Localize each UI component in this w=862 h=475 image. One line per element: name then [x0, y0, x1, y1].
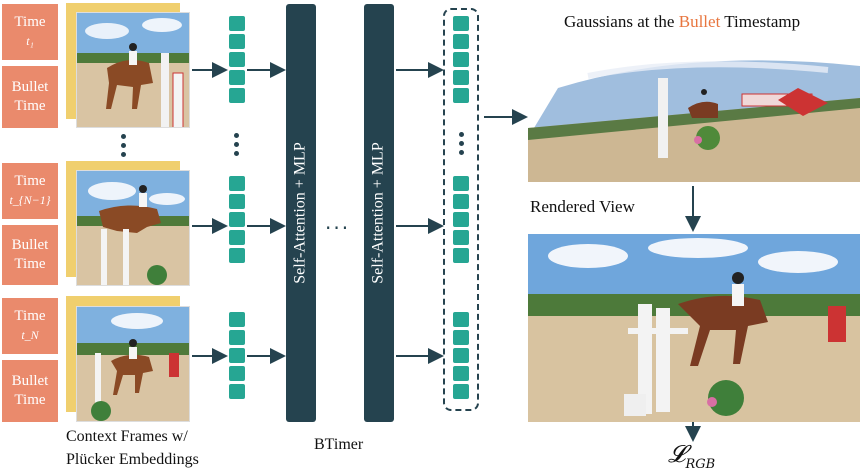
input-tokens-row1 — [229, 16, 245, 106]
time-subscript: t₁ — [26, 34, 34, 48]
rendered-view-image — [528, 234, 860, 422]
ellipsis-frames — [121, 134, 127, 161]
ellipsis-tokens-right — [459, 132, 465, 159]
gaussians-title: Gaussians at the Bullet Timestamp — [564, 12, 800, 32]
self-attention-block-2: Self-Attention + MLP — [364, 4, 394, 422]
bullet-time-box-row3: Bullet Time — [2, 360, 58, 422]
gaussians-title-pre: Gaussians at the — [564, 12, 679, 31]
btimer-label: BTimer — [314, 436, 364, 453]
output-tokens-outline — [443, 8, 479, 411]
gaussians-title-post: Timestamp — [720, 12, 801, 31]
time-box-row3: Time t_N — [2, 298, 58, 354]
bullet-time-label: Bullet Time — [11, 79, 49, 114]
time-subscript: t_N — [21, 328, 39, 342]
time-subscript: t_{N−1} — [9, 193, 51, 207]
context-caption-line1: Context Frames w/ — [66, 428, 188, 445]
output-tokens-row3 — [453, 312, 469, 402]
context-frame-row1 — [76, 12, 190, 128]
context-caption-line2: Plücker Embeddings — [66, 451, 199, 468]
bullet-time-label: Bullet Time — [11, 373, 49, 408]
time-box-row2: Time t_{N−1} — [2, 163, 58, 219]
time-label: Time — [14, 173, 46, 189]
loss-subscript: RGB — [685, 456, 716, 472]
ellipsis-tokens-left — [234, 133, 240, 160]
context-frame-row3 — [76, 306, 190, 422]
self-attention-block-1: Self-Attention + MLP — [286, 4, 316, 422]
bullet-time-box-row2: Bullet Time — [2, 225, 58, 285]
time-label: Time — [14, 308, 46, 324]
output-tokens-row1 — [453, 16, 469, 106]
time-label: Time — [14, 14, 46, 30]
bullet-time-label: Bullet Time — [11, 237, 49, 272]
input-tokens-row3 — [229, 312, 245, 402]
rendered-view-label: Rendered View — [530, 197, 635, 216]
input-tokens-row2 — [229, 176, 245, 266]
loss-label: 𝓛RGB — [668, 440, 715, 472]
ellipsis-blocks: ··· — [325, 216, 351, 240]
loss-symbol: 𝓛 — [668, 440, 686, 468]
gaussians-render — [528, 48, 860, 182]
time-box-row1: Time t₁ — [2, 4, 58, 60]
context-frame-row2 — [76, 170, 190, 286]
output-tokens-row2 — [453, 176, 469, 266]
bullet-time-box-row1: Bullet Time — [2, 66, 58, 128]
gaussians-title-accent: Bullet — [678, 12, 721, 31]
